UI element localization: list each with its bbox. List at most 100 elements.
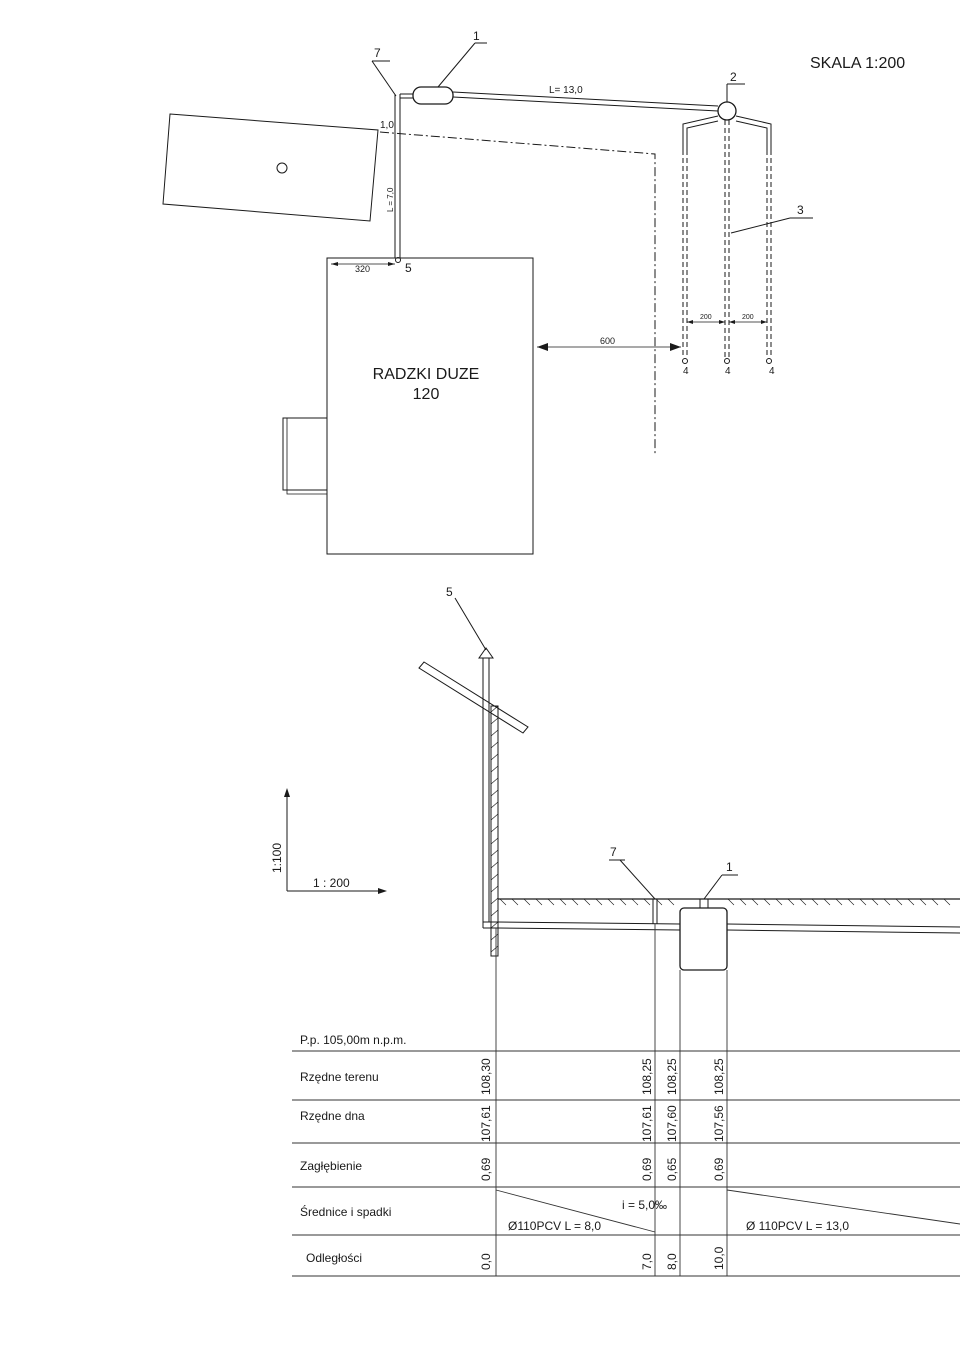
building-annex-edge [286, 418, 327, 495]
row-label-bottom: Rzędne dna [300, 1109, 365, 1123]
vent-marker [395, 257, 401, 263]
label-4-a: 4 [683, 366, 689, 377]
drain-right-upper-in [735, 120, 768, 150]
dim-320: 320 [355, 264, 370, 274]
pipe-main-bottom [452, 96, 719, 112]
wall-hatch [490, 813, 499, 821]
dim-200-a-arrow-r [719, 320, 725, 324]
section-pipe-top [483, 921, 681, 925]
building-number: 120 [413, 386, 440, 403]
building-annex [282, 417, 327, 491]
wall-hatch [490, 741, 499, 749]
drain-end-2 [724, 358, 730, 364]
distribution-box [717, 101, 737, 121]
section-tank-riser [699, 898, 709, 909]
roof [418, 661, 529, 734]
wall-hatch [490, 729, 499, 737]
label-5-section: 5 [446, 585, 453, 599]
row-label-distance: Odległości [306, 1251, 362, 1265]
distance-0: 0,0 [479, 1253, 493, 1270]
distance-2: 8,0 [665, 1253, 679, 1270]
row-label-depth: Zagłębienie [300, 1159, 362, 1173]
dim-600-arrow-l [537, 343, 548, 351]
leader-7 [371, 60, 397, 97]
dim-600-arrow-r [670, 343, 681, 351]
dim-200-a: 200 [700, 314, 712, 321]
label-2-plan: 2 [730, 70, 737, 84]
depth-2: 0,65 [665, 1157, 679, 1181]
terrain-1: 108,25 [640, 1058, 654, 1095]
scale-vertical: 1:100 [270, 843, 284, 873]
depth-1: 0,69 [640, 1157, 654, 1181]
wall-hatch [490, 717, 499, 725]
wall-hatch [490, 825, 499, 833]
label-7-section: 7 [610, 845, 617, 859]
row-label-terrain: Rzędne terenu [300, 1070, 379, 1084]
drain-left-upper-in [686, 120, 719, 150]
ground-hatch [499, 898, 951, 906]
leader-5-section [454, 597, 487, 651]
pipe-main-top [452, 91, 719, 107]
wall-hatch [490, 705, 499, 713]
label-1-plan: 1 [473, 29, 480, 43]
slope-label: i = 5,0‰ [622, 1198, 667, 1212]
dim-320-arrow-right [388, 262, 395, 266]
dim-200-b-arrow-l [729, 320, 735, 324]
wall-hatch [490, 945, 499, 953]
wall-hatch [490, 753, 499, 761]
row-label-pipes: Średnice i spadki [300, 1204, 391, 1219]
slope-line-2 [726, 1189, 960, 1225]
bottom-1: 107,61 [640, 1105, 654, 1142]
distance-3: 10,0 [712, 1246, 726, 1270]
vent-cap [478, 647, 494, 659]
wall-hatch [490, 849, 499, 857]
label-7-plan: 7 [374, 46, 381, 60]
dim-1-0: 1,0 [380, 120, 394, 131]
pipe-2-label: Ø 110PCV L = 13,0 [746, 1219, 849, 1233]
scale-arrow-up [284, 788, 290, 797]
leader-3 [730, 217, 791, 234]
datum-label: P.p. 105,00m n.p.m. [300, 1033, 407, 1047]
terrain-0: 108,30 [479, 1058, 493, 1095]
label-3-plan: 3 [797, 203, 804, 217]
wall-hatch [490, 801, 499, 809]
outbuilding [162, 113, 379, 222]
scale-arrow-right [378, 888, 387, 894]
dim-600: 600 [600, 336, 615, 346]
dim-200-b-arrow-r [761, 320, 767, 324]
scale-label: SKALA 1:200 [810, 55, 905, 72]
leader-1-section [703, 874, 723, 900]
distance-1: 7,0 [640, 1253, 654, 1270]
wall-hatch [490, 777, 499, 785]
drain-end-3 [766, 358, 772, 364]
slope-line-1 [495, 1189, 656, 1233]
scale-horizontal: 1 : 200 [313, 876, 350, 890]
wall-hatch [490, 933, 499, 941]
terrain-2: 108,25 [665, 1058, 679, 1095]
dim-320-arrow-left [331, 262, 338, 266]
wall-hatch [490, 873, 499, 881]
drain-right-upper [735, 115, 772, 150]
building-wall [490, 705, 499, 957]
pipe-length-vertical: L = 7,0 [386, 187, 395, 212]
section-tank [679, 907, 728, 971]
dim-200-a-arrow-l [687, 320, 693, 324]
wall-hatch [490, 921, 499, 929]
main-building [326, 257, 534, 555]
pipe-length-main: L= 13,0 [549, 85, 583, 96]
bottom-2: 107,60 [665, 1105, 679, 1142]
septic-tank [412, 86, 454, 105]
bottom-0: 107,61 [479, 1105, 493, 1142]
label-5-plan: 5 [405, 261, 412, 275]
wall-hatch [490, 861, 499, 869]
dim-200-b: 200 [742, 314, 754, 321]
wall-hatch [490, 897, 499, 905]
depth-3: 0,69 [712, 1157, 726, 1181]
wall-hatch [490, 765, 499, 773]
section-pipe-bottom [483, 927, 681, 931]
leader-1 [437, 42, 476, 88]
label-1-section: 1 [726, 860, 733, 874]
section-pipe-out-top [726, 923, 960, 928]
outbuilding-marker [276, 162, 288, 174]
